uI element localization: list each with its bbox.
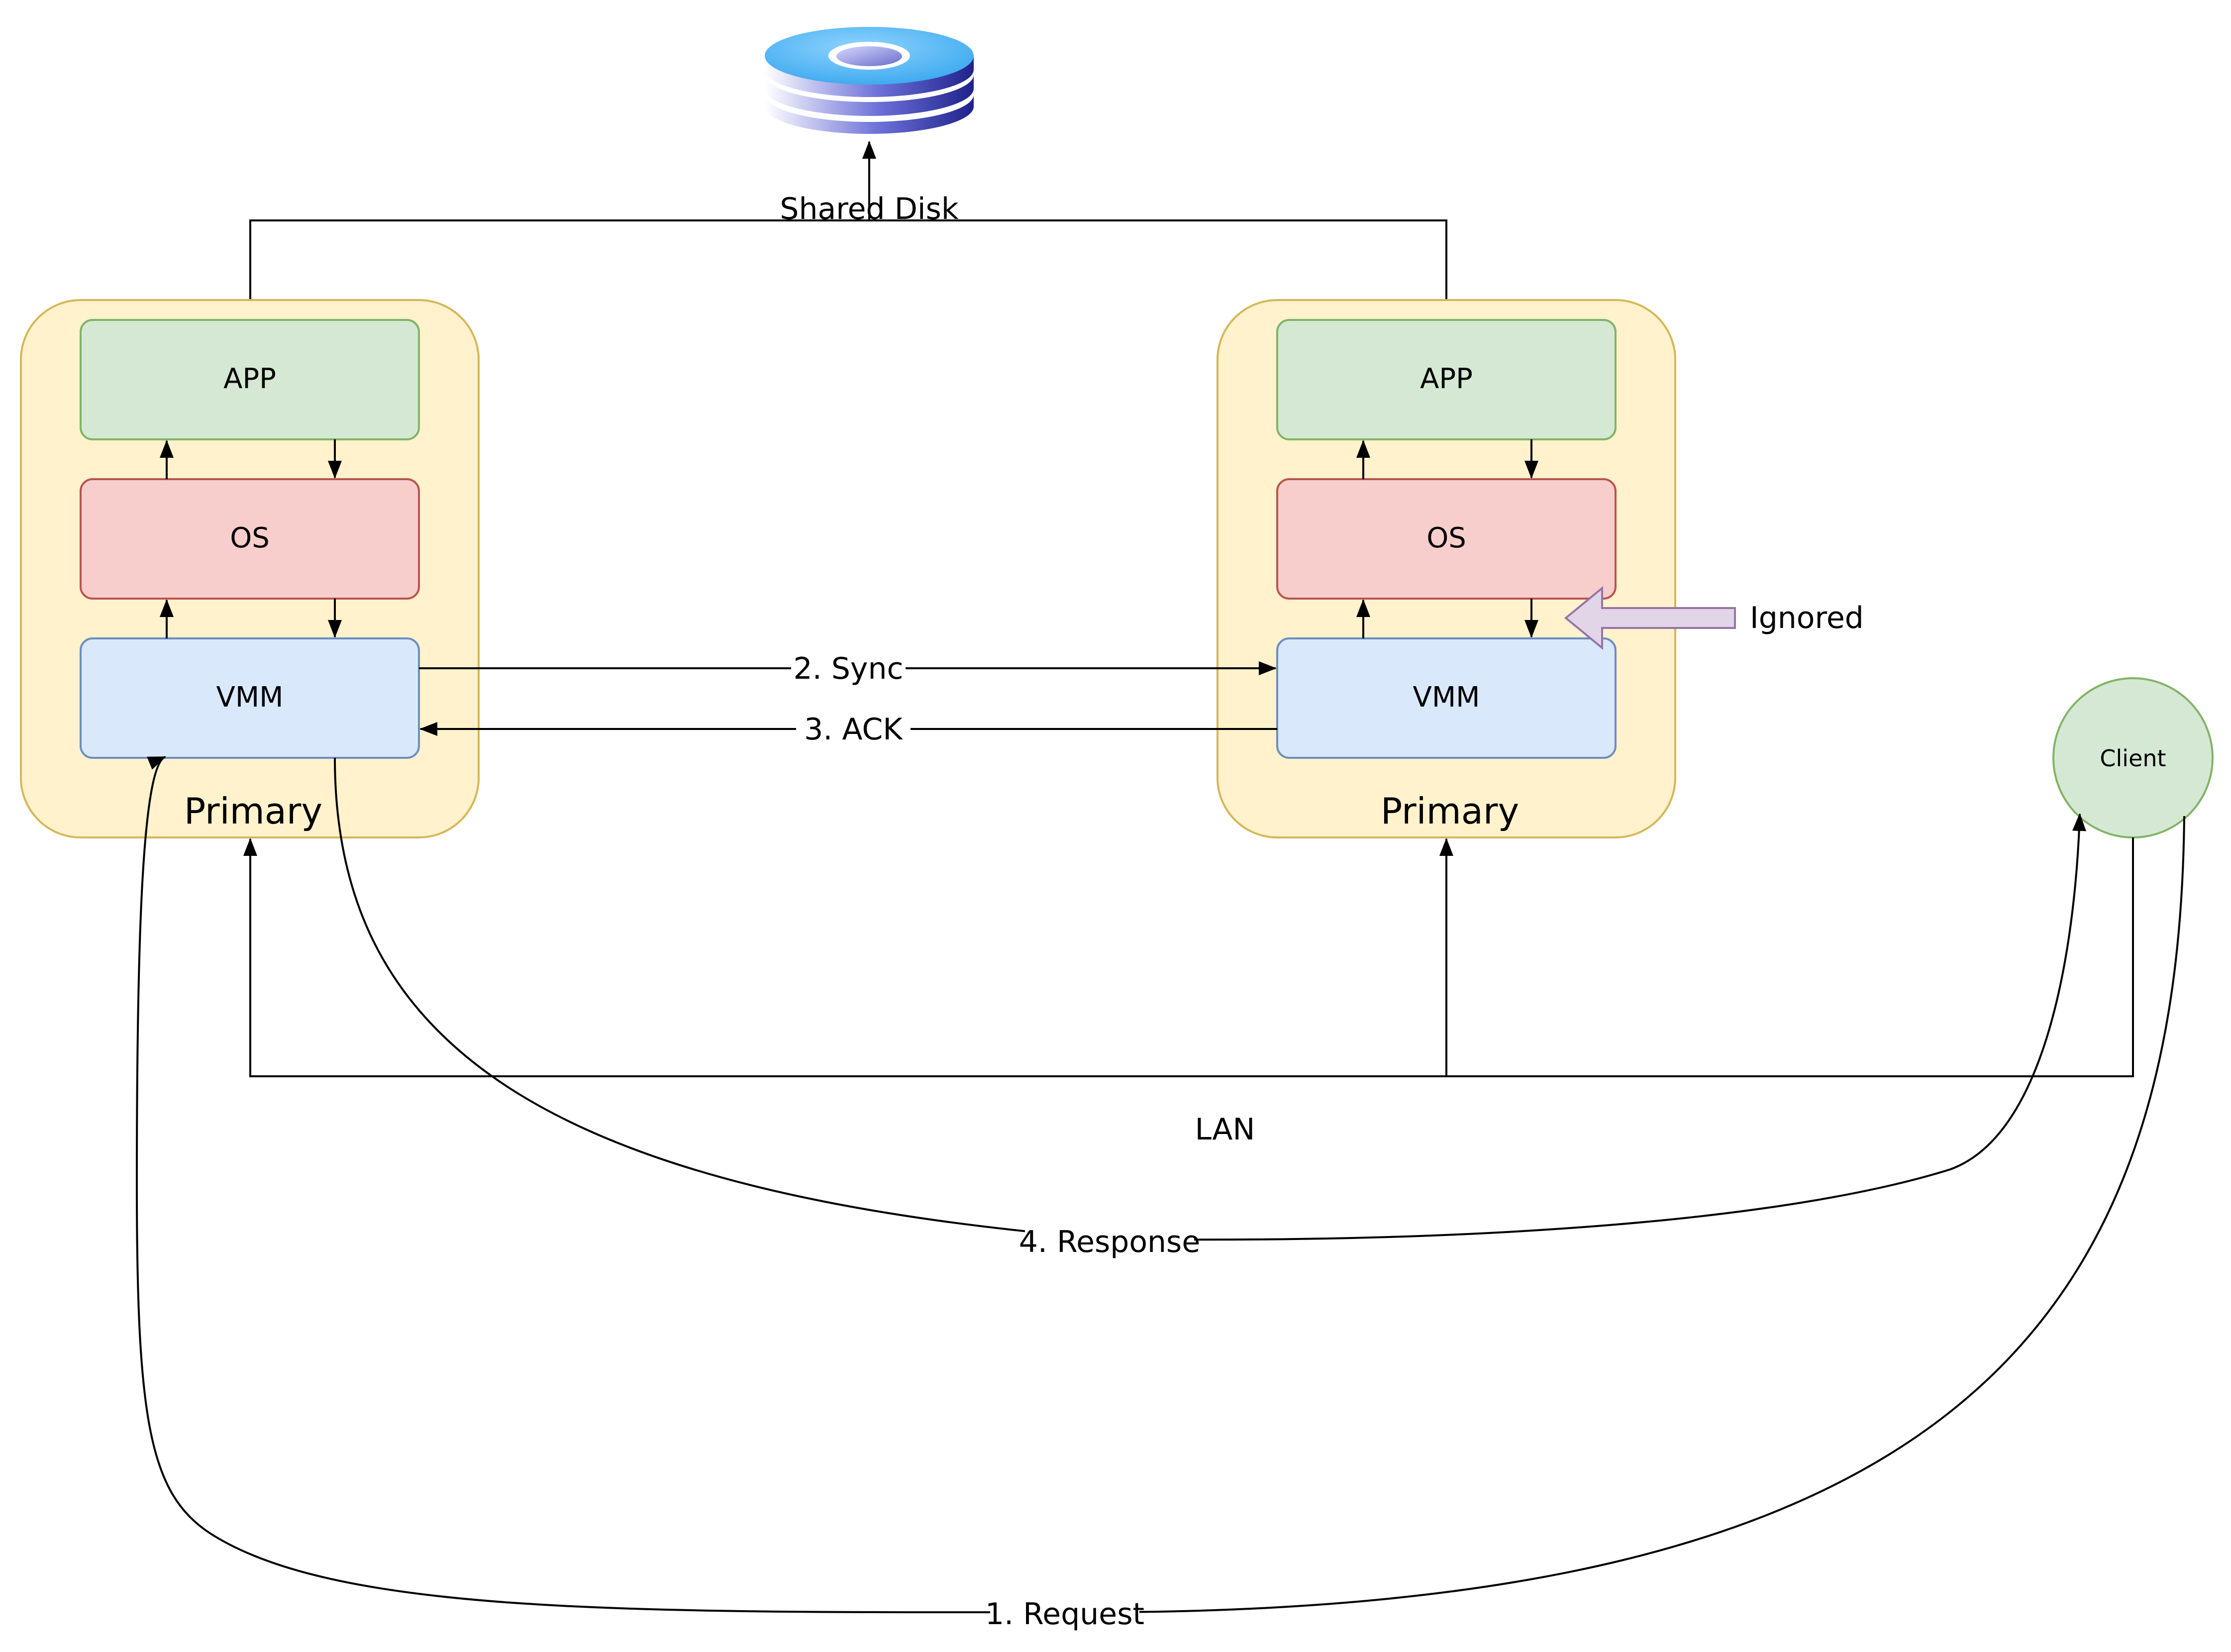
request-label: 1. Request [985,1597,1144,1632]
ack-label: 3. ACK [804,712,903,747]
os-layer [1276,478,1617,600]
client-label: Client [2100,745,2166,772]
app-label: APP [223,363,276,395]
ignored-annotation: Ignored [1564,586,1864,650]
response-edge: 4. Response [334,757,2086,1259]
app-label: APP [1420,363,1473,395]
vmm-layer [80,637,420,759]
left-host: APP OS VMM Primary [20,299,480,838]
disk-stack-icon [765,27,974,134]
sync-edge: 2. Sync [419,651,1277,686]
client-node: Client [2052,677,2214,838]
right-host: APP OS VMM Primary [1217,299,1676,838]
request-edge: 1. Request [135,756,2185,1632]
os-label: OS [230,522,270,554]
app-layer [1276,319,1617,440]
ignored-label: Ignored [1750,601,1864,635]
vmm-label: VMM [216,681,284,714]
app-layer [80,319,420,440]
lan-network: LAN [243,837,2134,1147]
ack-edge: 3. ACK [419,712,1277,747]
os-label: OS [1426,522,1466,554]
host-label: Primary [184,790,322,832]
vmm-layer [1276,637,1617,759]
left-arrow-icon [1564,586,1736,650]
shared-disk-connector [249,141,1447,300]
os-layer [80,478,420,600]
shared-disk: Shared Disk [765,27,974,226]
response-label: 4. Response [1019,1225,1200,1259]
host-label: Primary [1381,790,1519,832]
lan-label: LAN [1195,1112,1255,1147]
sync-label: 2. Sync [794,651,904,686]
vmm-label: VMM [1413,681,1480,714]
